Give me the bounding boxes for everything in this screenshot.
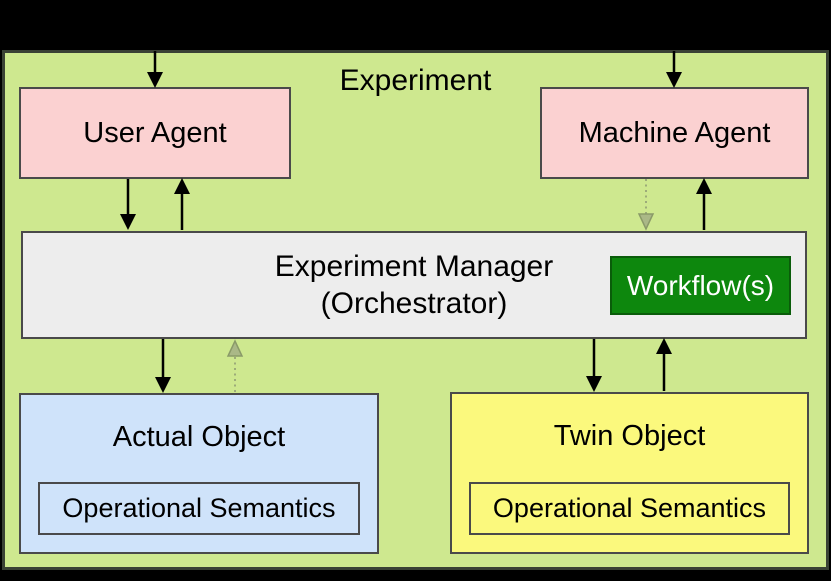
experiment-manager-label-line1: Experiment Manager (274, 250, 554, 283)
actual-object-label: Actual Object (112, 421, 286, 453)
actual-object-box: Actual Object Operational Semantics (19, 393, 379, 554)
twin-object-label: Twin Object (553, 420, 706, 452)
twin-operational-semantics-box: Operational Semantics (469, 482, 790, 535)
workflow-label: Workflow(s) (626, 269, 775, 301)
machine-agent-box: Machine Agent (540, 87, 809, 179)
actual-operational-semantics-label: Operational Semantics (62, 493, 336, 523)
twin-operational-semantics-label: Operational Semantics (492, 493, 767, 523)
twin-object-box: Twin Object Operational Semantics (450, 392, 809, 554)
workflow-box: Workflow(s) (610, 256, 791, 315)
experiment-manager-label-line2: (Orchestrator) (320, 287, 508, 320)
machine-agent-label: Machine Agent (578, 116, 771, 149)
user-agent-box: User Agent (19, 87, 291, 179)
experiment-title: Experiment (339, 64, 492, 97)
actual-operational-semantics-box: Operational Semantics (38, 482, 360, 535)
user-agent-label: User Agent (83, 116, 227, 149)
